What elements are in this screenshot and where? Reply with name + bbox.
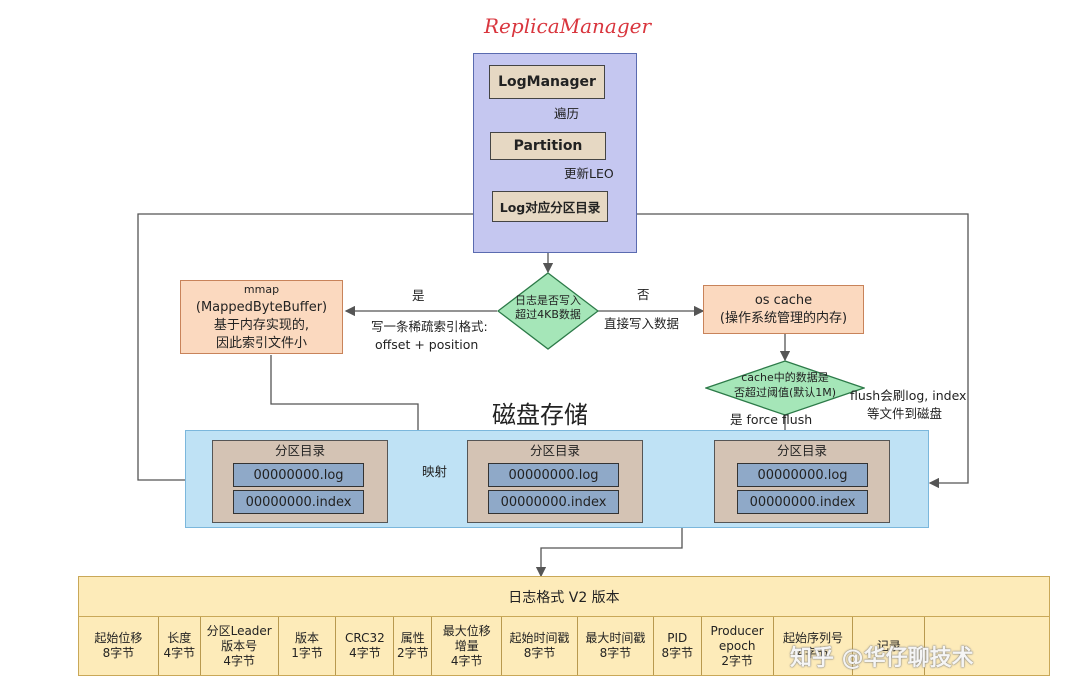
partition-box: Partition [490,132,606,160]
write-direct-note: 直接写入数据 [604,316,680,331]
update-leo-label: 更新LEO [564,166,614,181]
format-field-line: 8字节 [523,646,556,660]
sparse-index-note-1: 写一条稀疏索引格式: [371,319,488,334]
format-field-line: 起始序列号 [782,631,843,645]
format-field-line: 版本 [295,631,320,645]
cache-threshold-line-2: 否超过阈值(默认1M) [733,386,837,399]
cache-threshold-decision [705,360,865,416]
log-format-title: 日志格式 V2 版本 [78,576,1050,617]
flush-note-2: 等文件到磁盘 [867,406,943,421]
os-cache-line-2: (操作系统管理的内存) [719,310,848,326]
mapping-label: 映射 [422,464,448,479]
sparse-index-note-2: offset + position [375,337,479,352]
format-field: 记录 [853,617,926,675]
format-field-line: 4字节 [223,653,255,668]
cache-threshold-line-1: cache中的数据是 [741,371,829,384]
format-field-line: 增量 [454,638,479,653]
partition-dir-right: 分区目录 00000000.log 00000000.index [714,440,890,523]
partition-dir-title: 分区目录 [274,443,325,458]
os-cache-line-1: os cache [754,292,813,308]
format-field-line: 长度 [167,631,192,645]
format-field-line: 1字节 [291,646,323,660]
mmap-line-4: 因此索引文件小 [215,336,307,351]
format-field-line: 8字节 [599,646,632,660]
format-field-line: 8字节 [102,646,135,660]
format-field-line: 最大位移 [442,623,491,638]
mmap-box: mmap (MappedByteBuffer) 基于内存实现的, 因此索引文件小 [180,280,343,354]
cache-threshold-text: cache中的数据是 否超过阈值(默认1M) [705,370,865,400]
format-field-line: 起始时间戳 [509,631,570,645]
decision-line-2: 超过4KB数据 [515,308,581,321]
watermark: 知乎 @华仔聊技术 [790,646,974,671]
log-dir-box: Log对应分区目录 [492,191,608,222]
format-field-line: 记录 [876,638,901,653]
write-size-decision [497,272,599,350]
format-field-line: PID [667,631,688,645]
disk-storage-title: 磁盘存储 [492,401,588,429]
traverse-label: 遍历 [554,106,580,121]
log-file: 00000000.log [488,463,619,487]
format-field [925,617,1049,675]
mmap-line-3: 基于内存实现的, [213,318,310,333]
format-field-line: 4字节 [797,646,829,660]
format-field-line: 属性 [400,631,425,645]
mmap-line-1: mmap [243,283,280,296]
partition-dir-left: 分区目录 00000000.log 00000000.index [212,440,388,523]
mmap-line-2: (MappedByteBuffer) [195,300,328,315]
decision-line-1: 日志是否写入 [515,294,581,307]
no-label: 否 [637,287,650,302]
index-file: 00000000.index [737,490,868,514]
index-file: 00000000.index [233,490,364,514]
format-field-line: 版本号 [221,638,258,653]
format-field-line: Producer [710,623,764,638]
format-field-line: 4字节 [349,646,381,660]
format-field-line: 起始位移 [94,631,143,645]
format-field-line: 4字节 [450,653,483,668]
partition-dir-title: 分区目录 [776,443,827,458]
index-file: 00000000.index [488,490,619,514]
format-field-line: 2字节 [396,646,429,660]
format-field-line: 8字节 [661,646,694,660]
flush-note-1: flush会刷log, index [850,388,967,403]
log-manager-box: LogManager [489,65,605,99]
format-field-line: CRC32 [345,631,385,645]
format-field-line: epoch [718,638,756,653]
force-flush-label: 是 force flush [730,412,813,427]
diagram-title: ReplicaManager [484,14,652,38]
format-field-line: 最大时间戳 [585,631,646,645]
decision-text: 日志是否写入 超过4KB数据 [497,294,599,322]
os-cache-box: os cache (操作系统管理的内存) [703,285,864,334]
format-field-line: 分区Leader [206,623,272,638]
log-file: 00000000.log [233,463,364,487]
partition-dir-middle: 分区目录 00000000.log 00000000.index [467,440,643,523]
partition-dir-title: 分区目录 [529,443,580,458]
yes-label: 是 [412,288,425,303]
log-file: 00000000.log [737,463,868,487]
format-field-line: 4字节 [163,646,196,660]
format-field-line: 2字节 [721,653,753,668]
